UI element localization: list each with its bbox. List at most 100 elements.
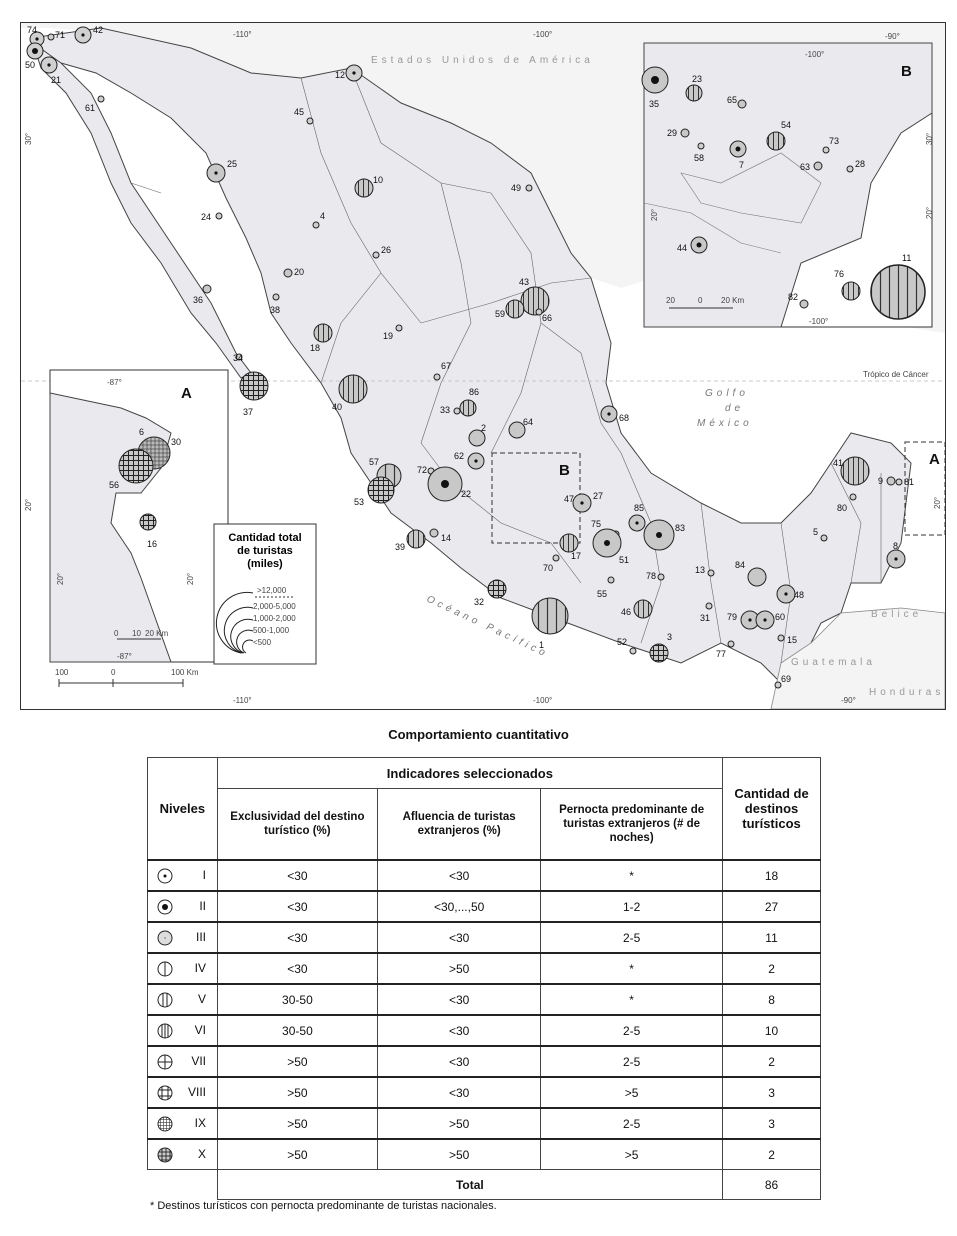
destination-48: 48 bbox=[776, 584, 804, 604]
level-symbol-icon bbox=[157, 899, 173, 914]
svg-text:26: 26 bbox=[381, 245, 391, 255]
pernocta-cell: * bbox=[540, 952, 724, 985]
svg-text:57: 57 bbox=[369, 457, 379, 467]
exclusividad-cell: >50 bbox=[216, 1138, 379, 1170]
afluencia-cell: <30 bbox=[377, 1076, 542, 1109]
destination-37: 37 bbox=[239, 371, 269, 417]
gulf-label-1: Golfo bbox=[705, 388, 749, 399]
svg-text:8: 8 bbox=[893, 541, 898, 551]
exclusividad-cell: >50 bbox=[216, 1045, 379, 1078]
afluencia-cell: >50 bbox=[377, 952, 542, 985]
destination-74: 74 bbox=[27, 25, 45, 47]
svg-text:3: 3 bbox=[667, 632, 672, 642]
destination-79: 79 bbox=[727, 610, 760, 630]
svg-text:1,000-2,000: 1,000-2,000 bbox=[253, 614, 296, 623]
level-cell: IV bbox=[147, 952, 218, 985]
svg-text:43: 43 bbox=[519, 277, 529, 287]
svg-text:56: 56 bbox=[109, 480, 119, 490]
destination-10: 10 bbox=[354, 175, 383, 198]
svg-text:22: 22 bbox=[461, 489, 471, 499]
svg-text:20 Km: 20 Km bbox=[721, 296, 744, 305]
destination-42: 42 bbox=[74, 25, 103, 44]
svg-text:74: 74 bbox=[27, 25, 37, 35]
tropic-label: Trópico de Cáncer bbox=[863, 370, 929, 379]
mexico-land bbox=[30, 27, 912, 684]
level-symbol-icon bbox=[157, 1147, 173, 1162]
svg-text:29: 29 bbox=[667, 128, 677, 138]
svg-text:70: 70 bbox=[543, 563, 553, 573]
exclusividad-cell: <30 bbox=[216, 952, 379, 985]
svg-text:14: 14 bbox=[441, 533, 451, 543]
gulf-label-3: México bbox=[697, 418, 753, 429]
svg-text:61: 61 bbox=[85, 103, 95, 113]
belize-label: Belice bbox=[871, 609, 922, 620]
tick-top-100: -100° bbox=[533, 30, 552, 39]
svg-text:0: 0 bbox=[111, 668, 116, 677]
svg-text:-100°: -100° bbox=[809, 317, 828, 326]
svg-text:0: 0 bbox=[698, 296, 703, 305]
svg-text:20°: 20° bbox=[925, 207, 934, 219]
level-symbol-icon bbox=[157, 1116, 173, 1131]
destination-12: 12 bbox=[335, 64, 363, 82]
svg-text:100: 100 bbox=[55, 668, 69, 677]
svg-text:20°: 20° bbox=[186, 573, 195, 585]
svg-text:82: 82 bbox=[788, 292, 798, 302]
svg-text:20: 20 bbox=[294, 267, 304, 277]
svg-text:-100°: -100° bbox=[805, 50, 824, 59]
destination-9: 9 bbox=[878, 476, 896, 486]
svg-text:7: 7 bbox=[739, 160, 744, 170]
exclusividad-cell: <30 bbox=[216, 921, 379, 954]
box-b-label: B bbox=[559, 462, 570, 479]
header-exclusividad: Exclusividad del destino turístico (%) bbox=[216, 788, 379, 861]
svg-text:31: 31 bbox=[700, 613, 710, 623]
destination-86: 86 bbox=[459, 387, 479, 417]
svg-text:28: 28 bbox=[855, 159, 865, 169]
svg-text:100 Km: 100 Km bbox=[171, 668, 199, 677]
afluencia-cell: >50 bbox=[377, 1138, 542, 1170]
map-frame: Trópico de Cáncer -110° -100° -110° -100… bbox=[20, 22, 946, 710]
svg-text:68: 68 bbox=[619, 413, 629, 423]
svg-text:36: 36 bbox=[193, 295, 203, 305]
tick-left-30: 30° bbox=[24, 133, 33, 145]
level-symbol-icon bbox=[157, 992, 173, 1007]
afluencia-cell: <30 bbox=[377, 1045, 542, 1078]
svg-text:25: 25 bbox=[227, 159, 237, 169]
tick-bottom-90: -90° bbox=[841, 696, 856, 705]
total-label: Total bbox=[216, 1169, 724, 1200]
level-symbol-icon bbox=[157, 961, 173, 976]
svg-text:50: 50 bbox=[25, 60, 35, 70]
destination-17: 17 bbox=[559, 533, 581, 561]
svg-text:51: 51 bbox=[619, 555, 629, 565]
pernocta-cell: 1-2 bbox=[540, 890, 724, 923]
destination-2: 2 bbox=[468, 423, 486, 447]
destination-14: 14 bbox=[429, 528, 451, 543]
total-row: Total 86 bbox=[147, 1169, 821, 1200]
destination-62: 62 bbox=[454, 451, 485, 470]
header-indicadores: Indicadores seleccionados bbox=[216, 757, 724, 789]
inset-b: B -100° -90° -100° 20° 30° 20° 35 23 65 … bbox=[641, 32, 934, 328]
destination-33: 33 bbox=[440, 405, 461, 415]
svg-text:32: 32 bbox=[474, 597, 484, 607]
destination-32: 32 bbox=[474, 579, 507, 607]
destination-27: 27 bbox=[572, 491, 603, 513]
pernocta-cell: 2-5 bbox=[540, 1107, 724, 1140]
svg-text:10: 10 bbox=[373, 175, 383, 185]
total-value: 86 bbox=[722, 1169, 821, 1200]
level-cell: III bbox=[147, 921, 218, 954]
svg-text:77: 77 bbox=[716, 649, 726, 659]
svg-text:53: 53 bbox=[354, 497, 364, 507]
pernocta-cell: * bbox=[540, 859, 724, 892]
svg-text:30: 30 bbox=[171, 437, 181, 447]
svg-text:18: 18 bbox=[310, 343, 320, 353]
destination-18: 18 bbox=[310, 323, 333, 353]
destination-78: 78 bbox=[646, 571, 665, 581]
destination-39: 39 bbox=[395, 529, 426, 552]
svg-text:10: 10 bbox=[132, 629, 141, 638]
destination-13: 13 bbox=[695, 565, 715, 577]
svg-text:59: 59 bbox=[495, 309, 505, 319]
svg-text:76: 76 bbox=[834, 269, 844, 279]
svg-text:58: 58 bbox=[694, 153, 704, 163]
destination-49: 49 bbox=[511, 183, 533, 193]
svg-text:34: 34 bbox=[233, 353, 243, 363]
